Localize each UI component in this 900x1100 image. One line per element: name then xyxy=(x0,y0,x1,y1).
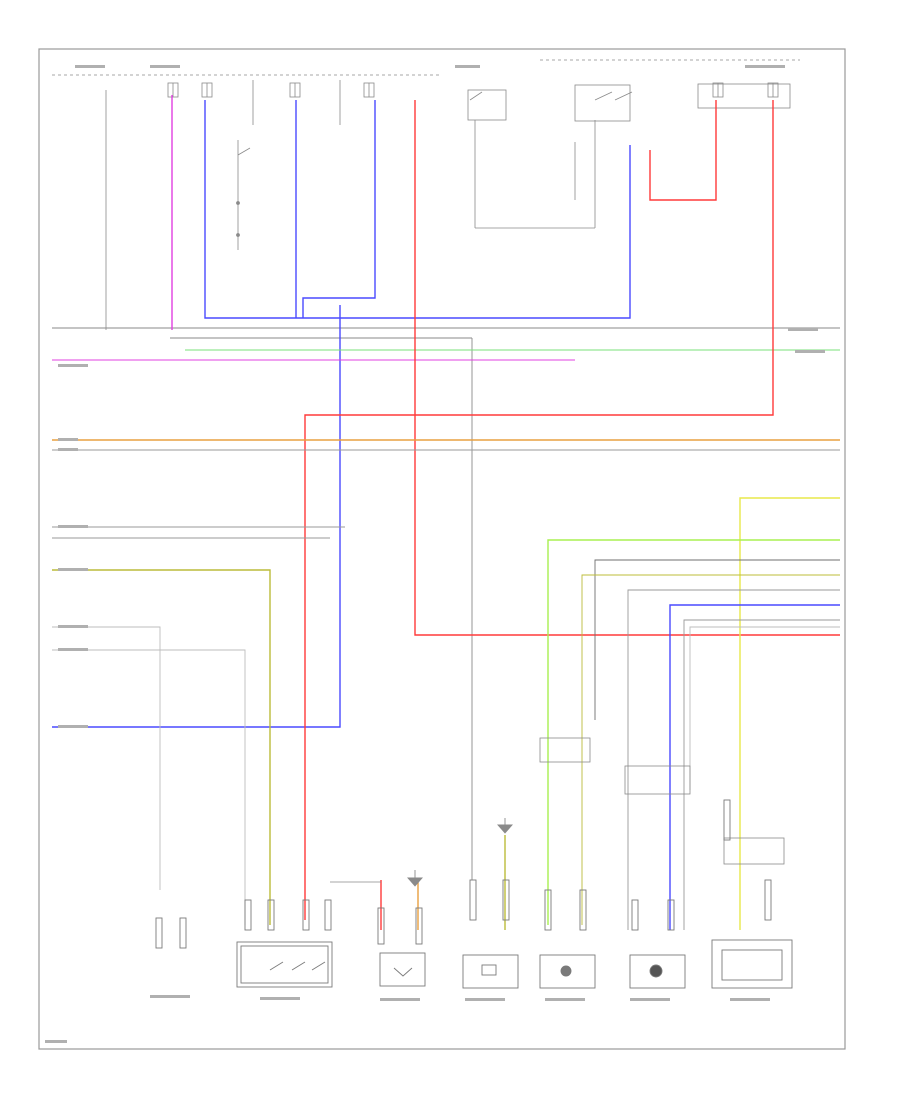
bottom-components xyxy=(155,799,793,989)
illegible-labels xyxy=(45,65,825,1043)
diagram-border xyxy=(38,48,846,1050)
fuse-icon xyxy=(167,82,179,98)
window-motor-component xyxy=(539,889,596,989)
window-regulator-switch xyxy=(236,899,333,988)
fuse-icon xyxy=(201,82,213,98)
top-fuse-area xyxy=(52,59,800,330)
mirror-switch-component xyxy=(711,799,793,989)
ground-icon xyxy=(407,870,423,887)
door-lock-component xyxy=(462,879,519,989)
fuse-icon xyxy=(289,82,301,98)
wire-runs xyxy=(52,95,840,930)
motor-component xyxy=(377,907,426,987)
window-motor-component xyxy=(629,899,686,989)
inline-connectors xyxy=(330,737,785,883)
fuse-icon xyxy=(767,82,779,98)
fuse-icon xyxy=(712,82,724,98)
ground-icon xyxy=(497,818,513,834)
fuse-icon xyxy=(363,82,375,98)
switch-symbol xyxy=(236,140,251,250)
